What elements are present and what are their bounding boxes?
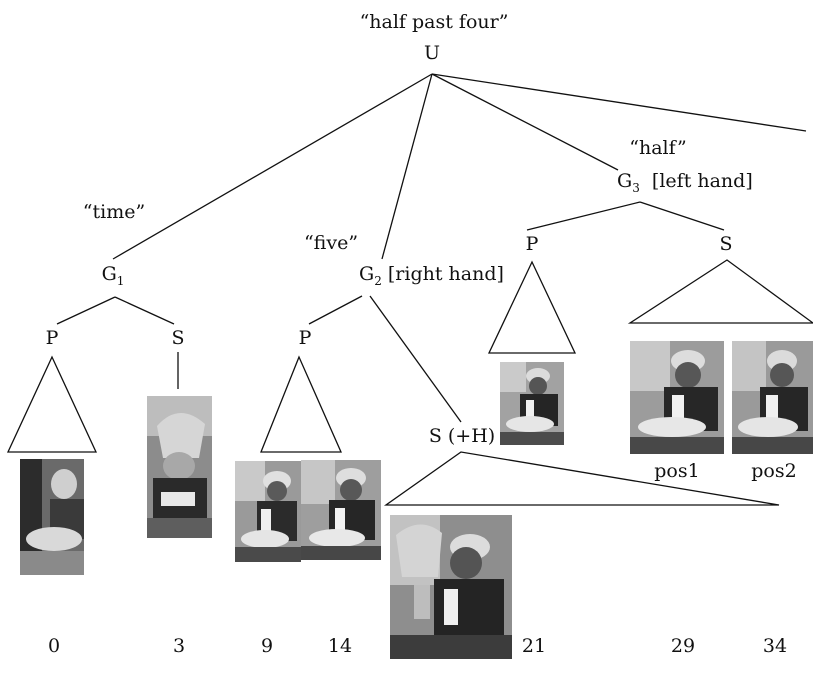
- triangle-g1-p: [6, 355, 98, 453]
- g3-p-node: P: [525, 233, 539, 255]
- g2-quote: “five”: [303, 232, 359, 254]
- frame-number: 21: [521, 635, 547, 657]
- g1-label: G: [101, 263, 117, 285]
- frame-number: 14: [327, 635, 353, 657]
- g2-note: [right hand]: [387, 263, 504, 285]
- g3-node: G3 [left hand]: [617, 172, 753, 194]
- g1-p-node: P: [45, 327, 59, 349]
- g2-label: G: [359, 263, 375, 285]
- root-node-u: U: [423, 42, 441, 64]
- root-quote: “half past four”: [359, 11, 509, 33]
- pos2-label: pos2: [751, 460, 797, 482]
- edge-g2-p: [308, 295, 363, 325]
- edge-g2-s: [369, 295, 462, 423]
- g3-note: [left hand]: [651, 170, 753, 192]
- frame-photo-9: [235, 461, 301, 562]
- g3-quote: “half”: [629, 137, 687, 159]
- g3-subscript: 3: [632, 180, 640, 195]
- frame-photo-19: [390, 515, 512, 659]
- edge-u-g2: [381, 73, 433, 260]
- edge-u-g1: [112, 73, 433, 260]
- edge-g1-s: [114, 296, 175, 325]
- g1-s-node: S: [171, 327, 185, 349]
- frame-number: 34: [762, 635, 788, 657]
- g2-node: G2 [right hand]: [359, 265, 504, 287]
- frame-number: 0: [47, 635, 61, 657]
- frame-photo-0: [20, 459, 84, 575]
- g1-quote: “time”: [82, 201, 146, 223]
- pos1-label: pos1: [654, 460, 700, 482]
- g1-subscript: 1: [116, 273, 125, 288]
- triangle-g2-s: [383, 451, 780, 506]
- edge-u-offscreen: [431, 73, 807, 132]
- g2-subscript: 2: [374, 273, 382, 288]
- frame-number: 29: [670, 635, 696, 657]
- triangle-g3-p: [487, 260, 577, 354]
- g2-p-node: P: [298, 327, 312, 349]
- edge-u-g3: [431, 73, 619, 171]
- edge-g3-p: [526, 201, 641, 231]
- frame-photo-3: [147, 396, 212, 538]
- g2-s-node: S (+H): [428, 425, 496, 447]
- frame-photo-pos2: [732, 341, 813, 454]
- edge-g1-p: [56, 296, 116, 325]
- g3-label: G: [617, 170, 633, 192]
- g1-node: G1: [102, 265, 125, 287]
- g3-s-node: S: [719, 233, 733, 255]
- frame-number: 9: [260, 635, 274, 657]
- frame-photo-pos1: [630, 341, 724, 454]
- edge-g3-s: [639, 201, 725, 231]
- frame-number: 3: [172, 635, 186, 657]
- frame-photo-g3-p: [500, 362, 564, 445]
- triangle-g3-s: [627, 259, 813, 324]
- frame-photo-14: [301, 460, 381, 560]
- triangle-g2-p: [260, 355, 342, 453]
